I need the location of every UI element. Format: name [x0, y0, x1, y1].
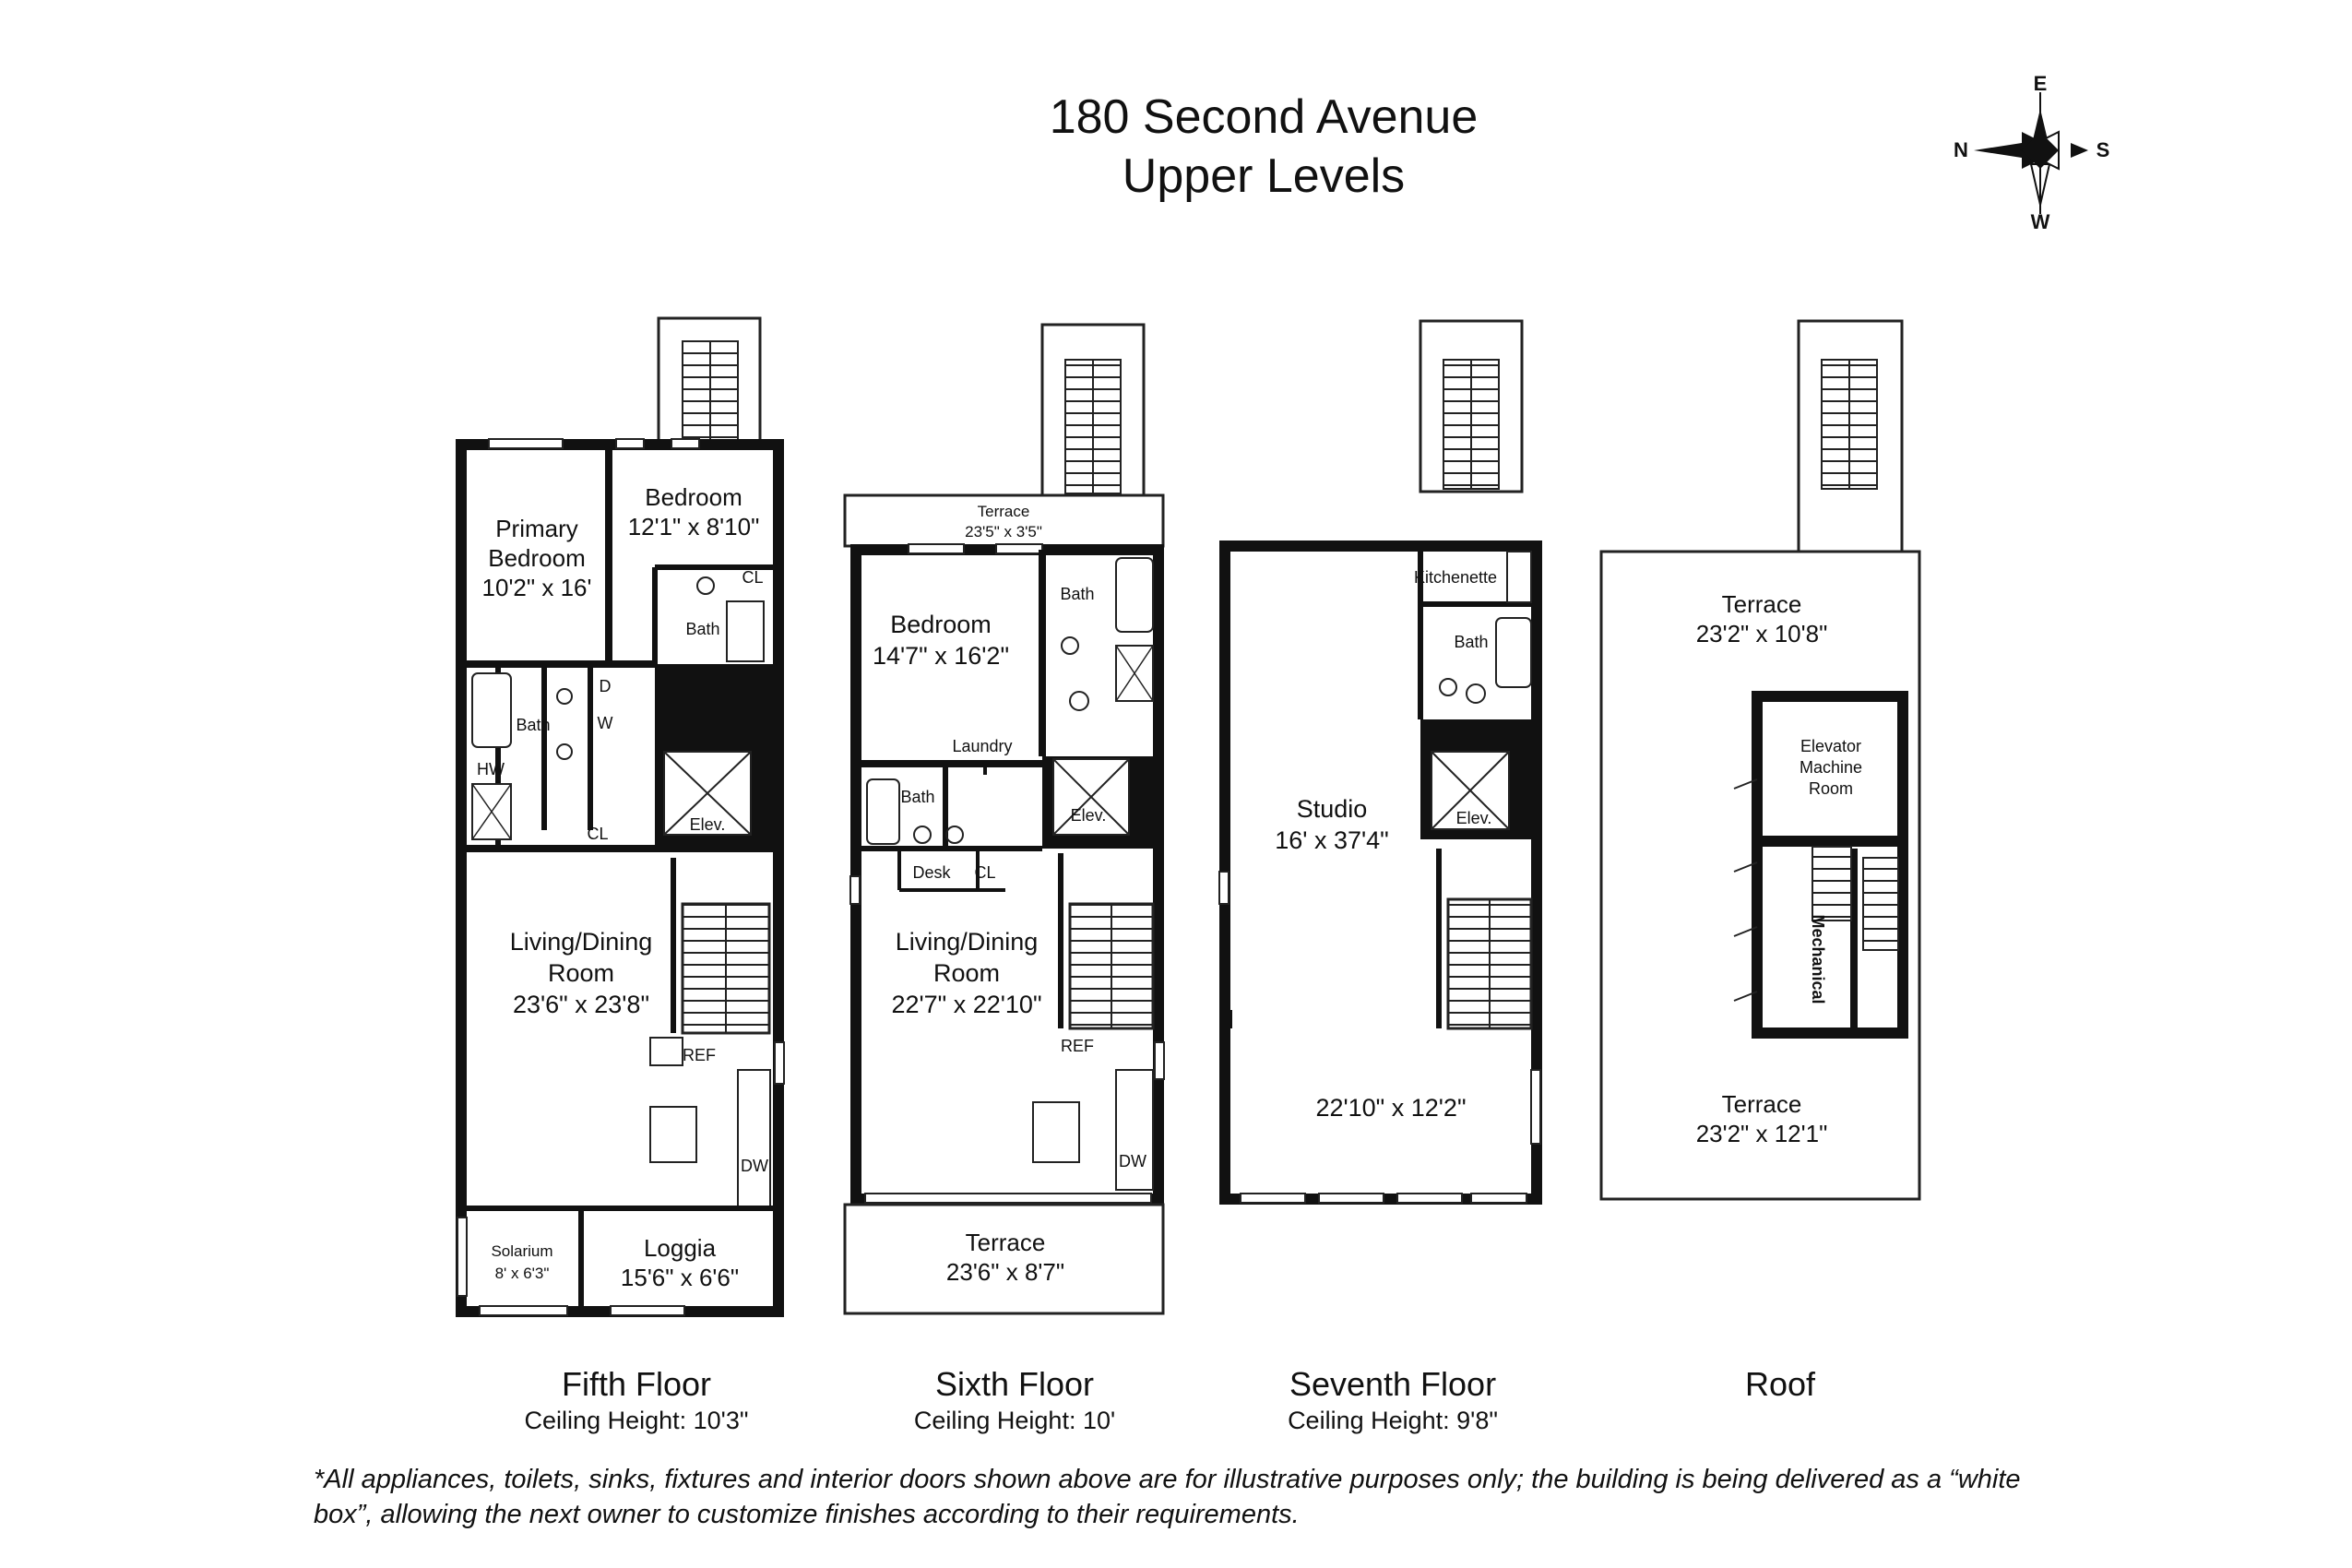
- fifth-living-1: Living/Dining: [510, 928, 653, 956]
- fifth-living-dim: 23'6" x 23'8": [513, 991, 649, 1018]
- sixth-terrace: Terrace: [966, 1229, 1046, 1256]
- fifth-solarium-dim: 8' x 6'3": [495, 1265, 550, 1282]
- roof-machine-1: Elevator: [1800, 737, 1861, 755]
- sixth-living-1: Living/Dining: [896, 928, 1039, 956]
- fifth-primary-label-2: Bedroom: [488, 544, 586, 572]
- fifth-cl-b: CL: [587, 825, 608, 843]
- seventh-bath: Bath: [1454, 633, 1488, 651]
- sixth-floor-plan: Terrace 23'5" x 3'5" Bedroom 14'7" x 16'…: [843, 323, 1165, 1315]
- floor-name-sixth: Sixth Floor: [934, 1365, 1095, 1403]
- ceiling-height-sixth: Ceiling Height: 10': [913, 1407, 1116, 1434]
- compass-n: N: [1954, 138, 1968, 161]
- roof-plan: Terrace 23'2" x 10'8" Elevator Machine R…: [1599, 319, 1921, 1201]
- title-line-2: Upper Levels: [1122, 149, 1406, 203]
- seventh-floor-plan: Kitchenette Bath Elev. Studio 16' x 37'4…: [1218, 319, 1542, 1205]
- fifth-primary-dim: 10'2" x 16': [482, 574, 592, 601]
- sixth-living-2: Room: [933, 959, 1000, 987]
- roof-terrace-a: Terrace: [1722, 590, 1802, 618]
- fifth-primary-label-1: Primary: [495, 515, 578, 542]
- roof-machine-2: Machine: [1800, 758, 1862, 777]
- fifth-d: D: [600, 677, 612, 695]
- fifth-dw: DW: [741, 1157, 768, 1175]
- sixth-living-dim: 22'7" x 22'10": [891, 991, 1041, 1018]
- sixth-bedroom: Bedroom: [890, 611, 992, 638]
- seventh-lower-dim: 22'10" x 12'2": [1315, 1094, 1466, 1122]
- fifth-loggia: Loggia: [644, 1234, 717, 1262]
- sixth-terrace-dim: 23'6" x 8'7": [946, 1258, 1064, 1286]
- sixth-elev: Elev.: [1071, 806, 1107, 825]
- fifth-ref: REF: [683, 1046, 716, 1064]
- seventh-studio: Studio: [1297, 795, 1368, 823]
- floor-name-roof: Roof: [1744, 1365, 1816, 1403]
- disclaimer-note: *All appliances, toilets, sinks, fixture…: [314, 1465, 2021, 1529]
- fifth-bath-b: Bath: [516, 716, 550, 734]
- roof-terrace-b: Terrace: [1722, 1090, 1802, 1118]
- sixth-bath-b: Bath: [900, 788, 934, 806]
- fifth-cl-a: CL: [742, 568, 763, 587]
- fifth-living-2: Room: [548, 959, 614, 987]
- sixth-bedroom-dim: 14'7" x 16'2": [873, 642, 1009, 670]
- compass-s: S: [2097, 138, 2110, 161]
- fifth-bedroom-label: Bedroom: [645, 483, 742, 511]
- floor-name-seventh: Seventh Floor: [1289, 1365, 1497, 1403]
- roof-terrace-b-dim: 23'2" x 12'1": [1696, 1120, 1828, 1147]
- fifth-bedroom-dim: 12'1" x 8'10": [628, 513, 760, 540]
- roof-machine-3: Room: [1809, 779, 1853, 798]
- sixth-bath-a: Bath: [1060, 585, 1094, 603]
- floor-name-fifth: Fifth Floor: [561, 1365, 712, 1403]
- fifth-solarium: Solarium: [491, 1242, 552, 1260]
- sixth-ref: REF: [1061, 1037, 1094, 1055]
- ceiling-height-fifth: Ceiling Height: 10'3": [524, 1407, 749, 1434]
- roof-terrace-a-dim: 23'2" x 10'8": [1696, 620, 1828, 647]
- seventh-elev: Elev.: [1456, 809, 1492, 827]
- fifth-loggia-dim: 15'6" x 6'6": [621, 1264, 739, 1291]
- roof-mechanical: Mechanical: [1809, 914, 1827, 1004]
- sixth-dw: DW: [1119, 1152, 1146, 1170]
- seventh-kitchenette: Kitchenette: [1414, 568, 1497, 587]
- page-title: 180 Second Avenue Upper Levels: [0, 88, 2352, 206]
- fifth-elev: Elev.: [690, 815, 726, 834]
- compass-w: W: [2031, 210, 2050, 233]
- title-line-1: 180 Second Avenue: [1049, 90, 1479, 144]
- compass-rose: E W N S: [1954, 72, 2109, 233]
- fifth-bath-a: Bath: [685, 620, 719, 638]
- seventh-studio-dim: 16' x 37'4": [1275, 826, 1388, 854]
- fifth-floor-plan: Primary Bedroom 10'2" x 16' Bedroom 12'1…: [456, 316, 785, 1317]
- sixth-terrace-top: Terrace: [978, 503, 1030, 520]
- compass-e: E: [2034, 72, 2048, 95]
- fifth-w: W: [598, 714, 613, 732]
- sixth-terrace-top-dim: 23'5" x 3'5": [965, 523, 1042, 540]
- fifth-hw: HW: [477, 760, 505, 778]
- sixth-laundry: Laundry: [952, 737, 1012, 755]
- sixth-desk: Desk: [912, 863, 951, 882]
- sixth-cl: CL: [974, 863, 995, 882]
- ceiling-height-seventh: Ceiling Height: 9'8": [1288, 1407, 1498, 1434]
